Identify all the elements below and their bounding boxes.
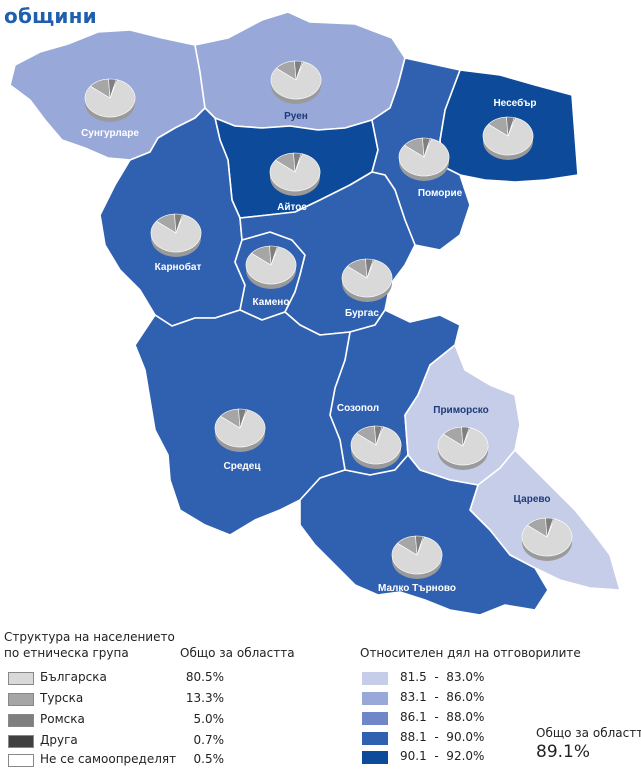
ethnic-legend-title-line1: Структура на населението bbox=[4, 630, 175, 644]
range-label-4: 88.1 - 90.0% bbox=[400, 730, 485, 744]
ethnic-row-undetermined: Не се самоопределят 0.5% bbox=[4, 752, 254, 770]
value-undetermined: 0.5% bbox=[193, 752, 225, 766]
label-malko: Малко Търново bbox=[378, 583, 456, 594]
pie-slice-other bbox=[294, 153, 303, 173]
label-tsarevo: Царево bbox=[513, 494, 550, 505]
pie-slice-bulgarian bbox=[521, 518, 573, 557]
label-sungurlare: Сунгурларе bbox=[81, 128, 139, 139]
response-legend-title: Относителен дял на отговорилите bbox=[360, 646, 581, 660]
value-other: 0.7% bbox=[193, 733, 225, 747]
value-turkish: 13.3% bbox=[185, 691, 224, 705]
response-total-label: Общо за областта bbox=[536, 726, 641, 740]
pie-tsarevo bbox=[521, 517, 573, 561]
range-row-1: 81.5 - 83.0% bbox=[360, 670, 520, 688]
ethnic-row-turkish: Турска 13.3% bbox=[4, 691, 254, 709]
map-title: общини bbox=[4, 4, 97, 28]
ethnic-row-bulgarian: Българска 80.5% bbox=[4, 670, 254, 688]
pie-slice-bulgarian bbox=[482, 117, 534, 156]
pie-slice-bulgarian bbox=[214, 409, 266, 448]
swatch-roma bbox=[8, 714, 34, 727]
value-roma: 5.0% bbox=[193, 712, 225, 726]
pie-slice-bulgarian bbox=[350, 426, 402, 465]
ethnic-legend-title: Структура на населението по етническа гр… bbox=[4, 629, 175, 661]
pie-slice-bulgarian bbox=[437, 427, 489, 466]
label-sredets: Средец bbox=[224, 461, 262, 472]
pie-ruen bbox=[270, 60, 322, 104]
pie-slice-other bbox=[423, 138, 432, 158]
label-bulgarian: Българска bbox=[40, 670, 107, 684]
swatch-other bbox=[8, 735, 34, 748]
label-nesebar: Несебър bbox=[493, 97, 536, 109]
range-row-3: 86.1 - 88.0% bbox=[360, 710, 520, 728]
label-other: Друга bbox=[40, 733, 78, 747]
label-aytos: Айтос bbox=[277, 202, 307, 213]
range-label-1: 81.5 - 83.0% bbox=[400, 670, 485, 684]
pie-sredets bbox=[214, 408, 266, 452]
label-burgas: Бургас bbox=[345, 308, 379, 319]
pie-slice-bulgarian bbox=[398, 138, 450, 177]
ethnic-total-title: Общо за областта bbox=[180, 646, 295, 660]
pie-karnobat bbox=[150, 213, 202, 257]
label-kameno: Камено bbox=[253, 297, 290, 308]
pie-slice-other bbox=[239, 409, 248, 429]
label-roma: Ромска bbox=[40, 712, 85, 726]
pie-nesebar bbox=[482, 116, 534, 160]
ethnic-legend-title-line2: по етническа група bbox=[4, 646, 129, 660]
pie-sungurlare bbox=[84, 78, 136, 122]
region-malko[interactable] bbox=[299, 454, 549, 616]
pie-slice-other bbox=[416, 536, 425, 556]
pie-kameno bbox=[245, 245, 297, 289]
pie-primorsko bbox=[437, 426, 489, 470]
value-bulgarian: 80.5% bbox=[185, 670, 224, 684]
pie-slice-other bbox=[546, 518, 555, 538]
swatch-turkish bbox=[8, 693, 34, 706]
label-primorsko: Приморско bbox=[433, 405, 488, 416]
response-total-value: 89.1% bbox=[536, 742, 591, 762]
pie-slice-bulgarian bbox=[84, 79, 136, 118]
ethnic-row-other: Друга 0.7% bbox=[4, 733, 254, 751]
range-swatch-3 bbox=[362, 712, 388, 725]
pie-slice-other bbox=[375, 426, 384, 446]
swatch-undetermined bbox=[8, 754, 34, 767]
range-row-4: 88.1 - 90.0% bbox=[360, 730, 520, 748]
ethnic-row-roma: Ромска 5.0% bbox=[4, 712, 254, 730]
pie-slice-bulgarian bbox=[245, 246, 297, 285]
pie-malko bbox=[391, 535, 443, 579]
pie-slice-other bbox=[175, 214, 184, 234]
pie-slice-other bbox=[270, 246, 279, 266]
pie-sozopol bbox=[350, 425, 402, 469]
range-swatch-5 bbox=[362, 751, 388, 764]
pie-aytos bbox=[269, 152, 321, 196]
pie-slice-bulgarian bbox=[269, 153, 321, 192]
range-label-3: 86.1 - 88.0% bbox=[400, 710, 485, 724]
pie-slice-other bbox=[507, 117, 516, 137]
range-row-2: 83.1 - 86.0% bbox=[360, 690, 520, 708]
range-row-5: 90.1 - 92.0% bbox=[360, 749, 520, 767]
pie-slice-bulgarian bbox=[391, 536, 443, 575]
label-ruen: Руен bbox=[284, 111, 308, 122]
pie-slice-other bbox=[295, 61, 304, 81]
label-turkish: Турска bbox=[40, 691, 84, 705]
pie-burgas bbox=[341, 258, 393, 302]
label-undetermined: Не се самоопределят bbox=[40, 752, 177, 766]
pie-pomorie bbox=[398, 137, 450, 181]
range-label-5: 90.1 - 92.0% bbox=[400, 749, 485, 763]
swatch-bulgarian bbox=[8, 672, 34, 685]
range-swatch-1 bbox=[362, 672, 388, 685]
pie-slice-bulgarian bbox=[150, 214, 202, 253]
range-swatch-4 bbox=[362, 732, 388, 745]
label-pomorie: Поморие bbox=[418, 188, 463, 199]
label-sozopol: Созопол bbox=[337, 403, 379, 414]
pie-slice-bulgarian bbox=[270, 61, 322, 100]
pie-slice-other bbox=[462, 427, 471, 447]
pie-slice-bulgarian bbox=[341, 259, 393, 298]
pie-slice-other bbox=[366, 259, 375, 279]
range-swatch-2 bbox=[362, 692, 388, 705]
label-karnobat: Карнобат bbox=[155, 261, 202, 273]
pie-slice-other bbox=[109, 79, 118, 99]
range-label-2: 83.1 - 86.0% bbox=[400, 690, 485, 704]
